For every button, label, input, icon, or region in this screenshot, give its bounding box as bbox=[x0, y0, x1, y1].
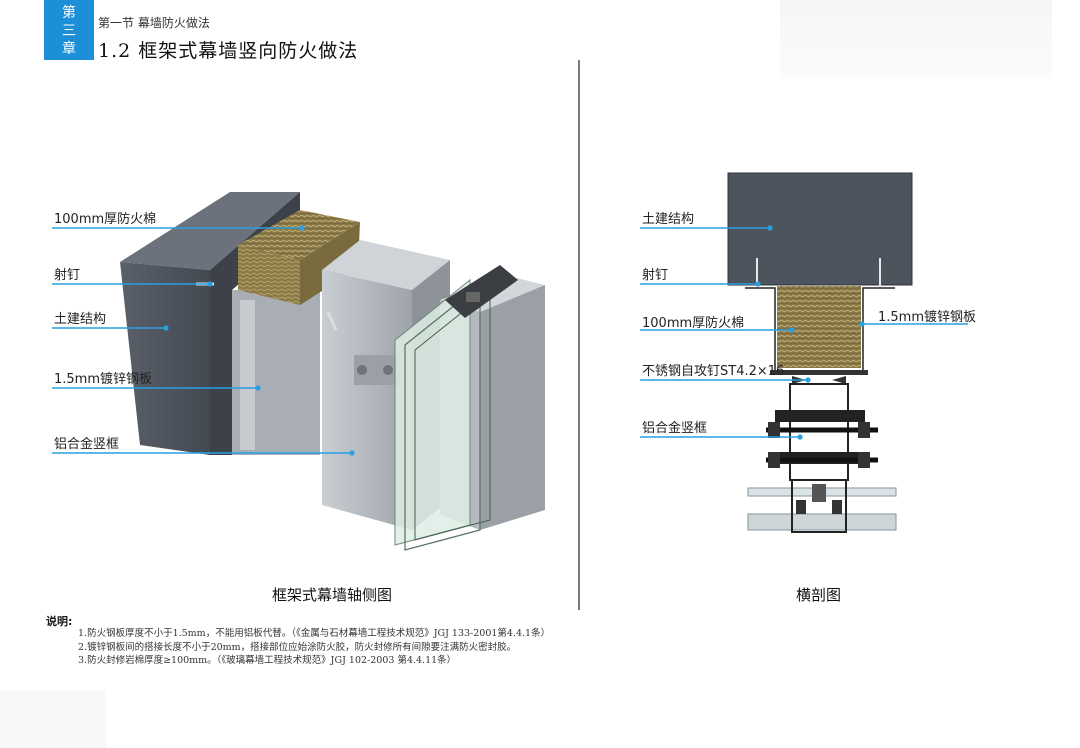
top-shade bbox=[780, 0, 1052, 78]
concrete-side bbox=[210, 192, 300, 455]
chapter-tab: 第 三 章 bbox=[44, 0, 94, 60]
label-screw: 不锈钢自攻钉ST4.2×16 bbox=[642, 364, 785, 379]
caption-cross-section: 横剖图 bbox=[796, 586, 842, 604]
note-item: 2.镀锌钢板间的搭接长度不小于20mm，搭接部位应始涂防火胶，防火封修所有间隙要… bbox=[78, 641, 517, 653]
note-item: 3.防火封修岩棉厚度≥100mm。（《玻璃幕墙工程技术规范》JGJ 102-20… bbox=[78, 655, 457, 666]
label-fire-wool: 100mm厚防火棉 bbox=[642, 316, 745, 331]
chapter-tab-char: 章 bbox=[62, 41, 76, 57]
label-fire-wool: 100mm厚防火棉 bbox=[54, 212, 157, 227]
concrete-top bbox=[120, 192, 300, 270]
cross-section-drawing bbox=[727, 172, 913, 533]
label-steel-plate: 1.5mm镀锌钢板 bbox=[878, 310, 977, 325]
bottom-shade bbox=[0, 690, 106, 748]
chapter-tab-char: 三 bbox=[62, 23, 76, 39]
notes-list: 1.防火钢板厚度不小于1.5mm，不能用铝板代替。（《金属与石材幕墙工程技术规范… bbox=[78, 627, 550, 668]
section-label: 第一节 幕墙防火做法 bbox=[98, 16, 210, 30]
axonometric-drawing bbox=[120, 192, 545, 551]
caption-axonometric: 框架式幕墙轴侧图 bbox=[272, 586, 393, 604]
pressure-cap bbox=[791, 479, 847, 533]
notes-heading: 说明: bbox=[46, 615, 73, 628]
axonometric-leaders bbox=[52, 227, 352, 454]
label-structure: 土建结构 bbox=[54, 312, 107, 327]
divider bbox=[578, 60, 580, 610]
rock-wool-top bbox=[238, 210, 360, 260]
label-mullion: 铝合金竖框 bbox=[642, 421, 708, 436]
label-nail: 射钉 bbox=[54, 268, 81, 283]
label-steel-plate: 1.5mm镀锌钢板 bbox=[54, 372, 153, 387]
chapter-tab-char: 第 bbox=[62, 5, 76, 21]
label-nail: 射钉 bbox=[642, 268, 669, 283]
concrete-slab bbox=[728, 173, 912, 285]
page-title: 1.2 框架式幕墙竖向防火做法 bbox=[98, 40, 359, 62]
note-item: 1.防火钢板厚度不小于1.5mm，不能用铝板代替。（《金属与石材幕墙工程技术规范… bbox=[78, 628, 551, 639]
rock-wool-front bbox=[238, 245, 300, 305]
label-structure: 土建结构 bbox=[642, 212, 695, 227]
rock-wool bbox=[777, 286, 861, 368]
mullion-box bbox=[322, 270, 412, 530]
label-mullion: 铝合金竖框 bbox=[54, 437, 120, 452]
concrete-front bbox=[120, 262, 210, 455]
cross-section-leaders bbox=[640, 227, 968, 438]
